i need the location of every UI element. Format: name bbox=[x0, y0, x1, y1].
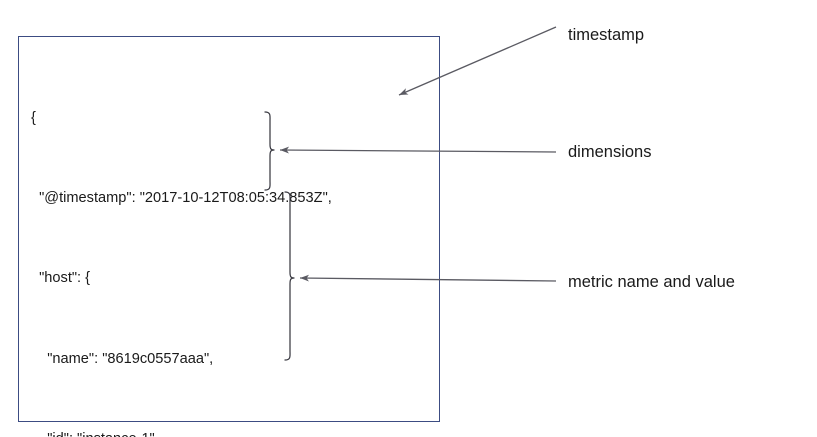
json-line: { bbox=[31, 109, 36, 126]
annotation-label-timestamp: timestamp bbox=[568, 26, 645, 44]
json-line-host-name: "name": "8619c0557aaa", bbox=[31, 350, 214, 367]
json-line-host-id: "id": "instance-1" bbox=[31, 426, 431, 437]
annotation-label-metric: metric name and value bbox=[568, 273, 735, 291]
json-line-host-open: "host": { bbox=[31, 270, 91, 287]
json-code-block: { "@timestamp": "2017-10-12T08:05:34.853… bbox=[31, 51, 431, 437]
json-document-box: { "@timestamp": "2017-10-12T08:05:34.853… bbox=[18, 36, 440, 437]
json-line-timestamp: "@timestamp": "2017-10-12T08:05:34.853Z"… bbox=[31, 189, 332, 206]
annotation-label-dimensions: dimensions bbox=[568, 143, 652, 161]
